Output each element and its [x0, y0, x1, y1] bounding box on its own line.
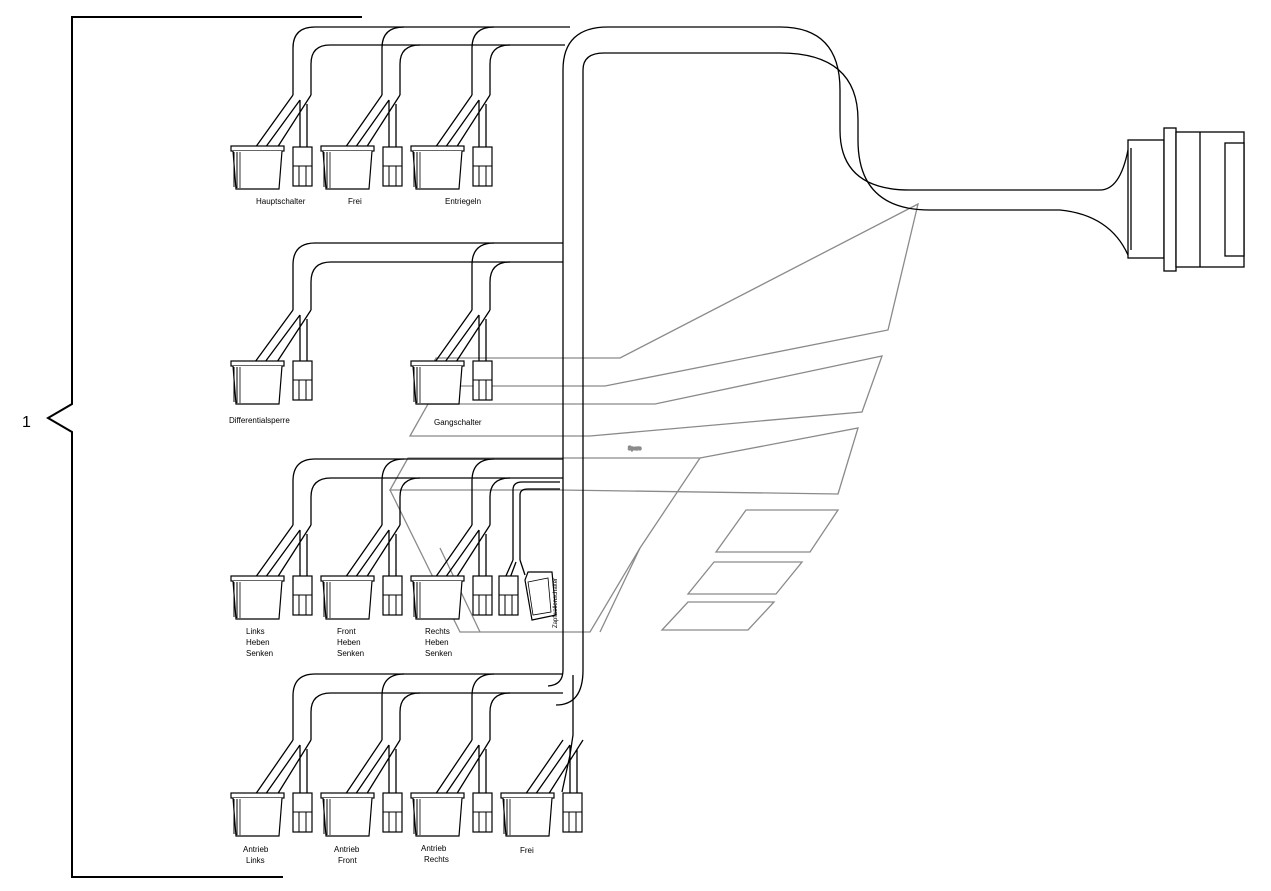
connector-front-heben-senken [320, 575, 403, 620]
label-links-2: Heben [246, 638, 270, 647]
branch-harness-row2 [254, 242, 563, 363]
label-front-1: Front [337, 627, 356, 636]
label-entriegeln: Entriegeln [445, 197, 481, 206]
connector-antrieb-links [230, 792, 313, 837]
label-antrieb-rechts-1: Antrieb [421, 844, 447, 853]
callout-number: 1 [22, 414, 31, 431]
label-antrieb-front-2: Front [338, 856, 357, 865]
label-links-3: Senken [246, 649, 273, 658]
connector-frei-2 [500, 792, 583, 837]
label-rechts-1: Rechts [425, 627, 450, 636]
connector-differentialsperre [230, 360, 313, 405]
connector-antrieb-front [320, 792, 403, 837]
label-links-1: Links [246, 627, 265, 636]
label-front-2: Heben [337, 638, 361, 647]
label-antrieb-rechts-2: Rechts [424, 855, 449, 864]
branch-harness-row4 [254, 673, 584, 796]
callout-bracket [46, 16, 362, 878]
label-antrieb-links-2: Links [246, 856, 265, 865]
watermark-text: Spare [628, 446, 642, 452]
connector-rechts-heben-senken [410, 575, 493, 620]
connector-links-heben-senken [230, 575, 313, 620]
label-antrieb-front-1: Antrieb [334, 845, 360, 854]
connector-antrieb-rechts [410, 792, 493, 837]
connector-entriegeln [410, 145, 493, 190]
branch-harness-row1 [254, 26, 570, 149]
connector-gangschalter [410, 360, 493, 405]
label-rechts-3: Senken [425, 649, 452, 658]
connector-zapfwelle [498, 571, 557, 621]
main-plug [1127, 127, 1245, 272]
label-differentialsperre: Differentialsperre [229, 416, 290, 425]
connector-hauptschalter [230, 145, 313, 190]
label-frei-1: Frei [348, 197, 362, 206]
label-gangschalter: Gangschalter [434, 418, 482, 427]
label-zapfwelle: Zapfwellenschalter [553, 578, 559, 628]
branch-harness-row3 [254, 458, 563, 579]
label-frei-2: Frei [520, 846, 534, 855]
connector-frei-1 [320, 145, 403, 190]
label-front-3: Senken [337, 649, 364, 658]
label-hauptschalter: Hauptschalter [256, 197, 306, 206]
label-antrieb-links-1: Antrieb [243, 845, 269, 854]
main-harness-trunk [547, 26, 1129, 793]
label-rechts-2: Heben [425, 638, 449, 647]
